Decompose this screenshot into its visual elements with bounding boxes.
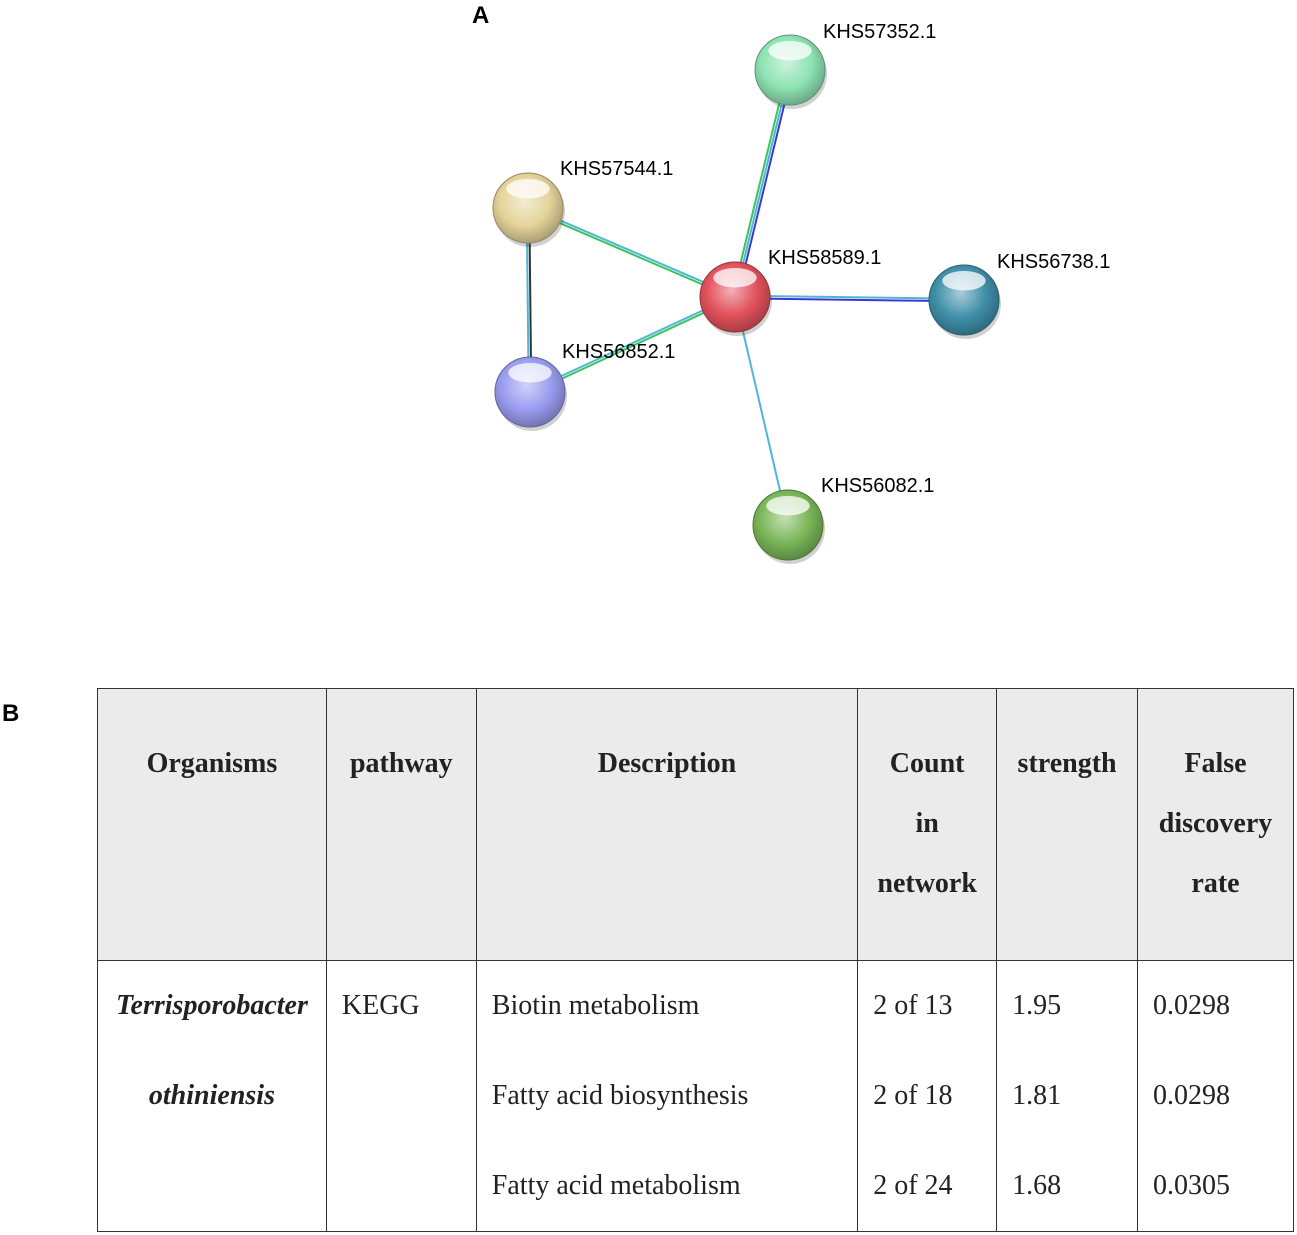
fdr-2: 0.0298 xyxy=(1153,1080,1231,1111)
enrichment-table: Organisms pathway Description Count in n… xyxy=(97,688,1294,1232)
edge-KHS58589.1-KHS57544.1-line-0 xyxy=(527,208,735,300)
description-2: Fatty acid biosynthesis xyxy=(491,1080,749,1111)
count-3: 2 of 24 xyxy=(873,1170,953,1201)
edge-KHS58589.1-KHS57352.1-line-1 xyxy=(734,69,791,298)
strength-2: 1.81 xyxy=(1012,1080,1062,1111)
cell-fdr: 0.0298 0.0298 0.0305 xyxy=(1137,960,1294,1232)
header-strength: strength xyxy=(996,688,1139,961)
pathway-value: KEGG xyxy=(341,990,420,1021)
node-label-KHS57544.1: KHS57544.1 xyxy=(560,158,673,180)
node-KHS56738.1 xyxy=(928,264,1001,339)
header-fdr: False discovery rate xyxy=(1137,688,1294,961)
node-layer xyxy=(492,34,1001,564)
header-description: Description xyxy=(475,688,859,961)
edge-KHS58589.1-KHS57544.1-line-1 xyxy=(528,205,736,297)
edge-KHS58589.1-KHS56082.1-line-0 xyxy=(734,296,789,526)
edge-KHS58589.1-KHS56738.1-line-1 xyxy=(734,297,964,303)
node-label-KHS57352.1: KHS57352.1 xyxy=(823,21,936,43)
node-label-KHS56082.1: KHS56082.1 xyxy=(821,475,934,497)
organism-species: othiniensis xyxy=(148,1080,275,1111)
node-label-KHS56738.1: KHS56738.1 xyxy=(997,251,1110,273)
node-KHS56082.1 xyxy=(752,489,825,564)
node-KHS58589.1 xyxy=(699,261,772,336)
description-3: Fatty acid metabolism xyxy=(491,1170,741,1201)
edge-KHS58589.1-KHS56738.1-line-0 xyxy=(735,294,965,300)
table-header-row: Organisms pathway Description Count in n… xyxy=(97,688,1294,961)
node-label-KHS58589.1: KHS58589.1 xyxy=(768,247,881,269)
strength-3: 1.68 xyxy=(1012,1170,1062,1201)
node-label-KHS56852.1: KHS56852.1 xyxy=(562,341,675,363)
cell-pathway: KEGG xyxy=(325,960,477,1232)
cell-count: 2 of 13 2 of 18 2 of 24 xyxy=(857,960,998,1232)
header-organisms: Organisms xyxy=(97,688,327,961)
table-body-row: Terrisporobacter othiniensis KEGG Biotin… xyxy=(97,960,1294,1232)
cell-strength: 1.95 1.81 1.68 xyxy=(996,960,1139,1232)
edge-KHS58589.1-KHS56852.1-line-1 xyxy=(529,294,735,392)
description-1: Biotin metabolism xyxy=(491,990,700,1021)
panel-a-label: A xyxy=(472,2,490,29)
strength-1: 1.95 xyxy=(1012,990,1062,1021)
node-KHS56852.1 xyxy=(494,356,567,431)
panel-b-label: B xyxy=(2,700,20,727)
node-KHS57352.1 xyxy=(754,34,827,109)
node-KHS57544.1 xyxy=(492,172,565,247)
count-2: 2 of 18 xyxy=(873,1080,953,1111)
edge-KHS58589.1-KHS57352.1-line-2 xyxy=(736,70,794,298)
organism-genus: Terrisporobacter xyxy=(116,990,308,1021)
count-1: 2 of 13 xyxy=(873,990,953,1021)
fdr-1: 0.0298 xyxy=(1153,990,1231,1021)
cell-organism: Terrisporobacter othiniensis xyxy=(97,960,327,1232)
header-pathway: pathway xyxy=(325,688,477,961)
cell-description: Biotin metabolism Fatty acid biosynthesi… xyxy=(475,960,859,1232)
edge-KHS58589.1-KHS56852.1-line-0 xyxy=(530,297,736,395)
fdr-3: 0.0305 xyxy=(1153,1170,1231,1201)
header-count: Count in network xyxy=(857,688,998,961)
edge-KHS58589.1-KHS57352.1-line-0 xyxy=(731,69,789,297)
